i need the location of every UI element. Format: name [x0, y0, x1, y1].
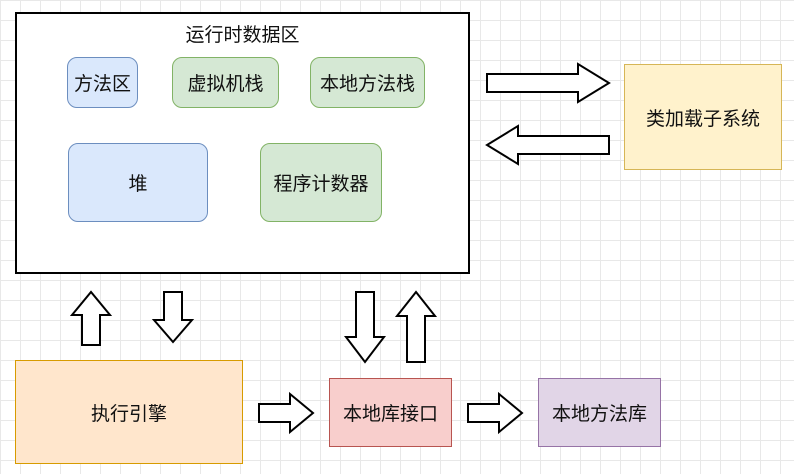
- execution-engine-label: 执行引擎: [90, 402, 167, 425]
- arrow-right-interface-to-library: [467, 391, 524, 435]
- heap-box[interactable]: 堆: [68, 143, 208, 222]
- arrow-left-to-runtime: [485, 124, 610, 166]
- execution-engine-box[interactable]: 执行引擎: [15, 360, 243, 464]
- arrow-down-runtime-to-engine: [151, 291, 195, 344]
- native-method-stack-box[interactable]: 本地方法栈: [310, 57, 425, 108]
- arrow-down-runtime-to-interface: [343, 291, 387, 364]
- native-library-box[interactable]: 本地方法库: [538, 378, 661, 447]
- vm-stack-label: 虚拟机栈: [187, 73, 264, 95]
- program-counter-label: 程序计数器: [273, 173, 369, 195]
- runtime-data-area-title: 运行时数据区: [185, 24, 300, 46]
- arrow-up-interface-to-runtime: [394, 290, 438, 363]
- program-counter-box[interactable]: 程序计数器: [260, 143, 382, 222]
- native-interface-label: 本地库接口: [342, 403, 438, 425]
- heap-label: 堆: [128, 173, 148, 195]
- native-method-stack-label: 本地方法栈: [319, 73, 415, 95]
- native-interface-box[interactable]: 本地库接口: [329, 378, 452, 447]
- class-loader-box[interactable]: 类加载子系统: [624, 64, 782, 170]
- arrow-up-engine-to-runtime: [69, 290, 113, 346]
- vm-stack-box[interactable]: 虚拟机栈: [172, 57, 279, 108]
- class-loader-label: 类加载子系统: [645, 107, 760, 130]
- method-area-box[interactable]: 方法区: [67, 57, 138, 108]
- arrow-right-to-class-loader: [486, 62, 611, 104]
- native-library-label: 本地方法库: [551, 403, 647, 425]
- method-area-label: 方法区: [73, 73, 131, 95]
- arrow-right-engine-to-interface: [258, 391, 315, 435]
